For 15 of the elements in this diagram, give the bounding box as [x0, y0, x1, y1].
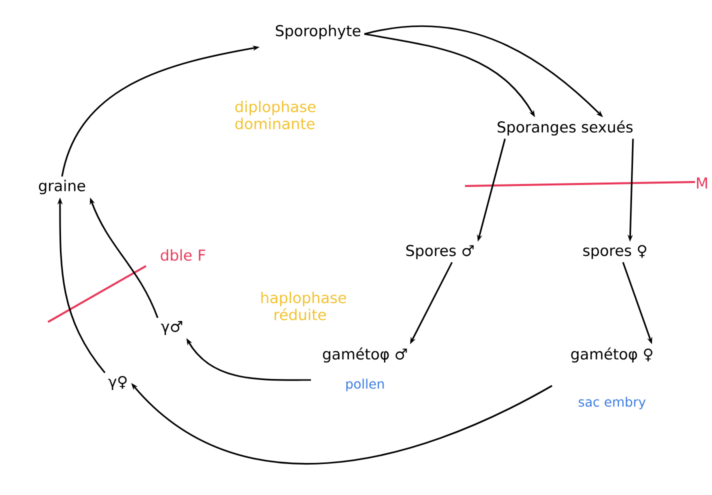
stage-label: Sporophyte: [276, 24, 360, 40]
phase-note: diplophase dominante: [235, 100, 316, 130]
stage-label: γ♂: [161, 321, 182, 335]
stage-label: γ♀: [108, 376, 127, 390]
note: pollen: [346, 378, 384, 392]
stage-label: spores ♀: [583, 244, 646, 260]
note: sac embry: [578, 396, 646, 410]
stage-label: Spores ♂: [406, 244, 474, 260]
stage-label: gamétoφ ♂: [322, 347, 407, 363]
event-label: dble F: [160, 249, 206, 261]
stage-label: Sporanges sexués: [498, 120, 633, 136]
event-label: M: [697, 178, 707, 188]
stage-label: graine: [38, 180, 86, 194]
stage-label: gamétoφ ♀: [571, 347, 652, 363]
phase-note: haplophase réduite: [261, 292, 346, 320]
